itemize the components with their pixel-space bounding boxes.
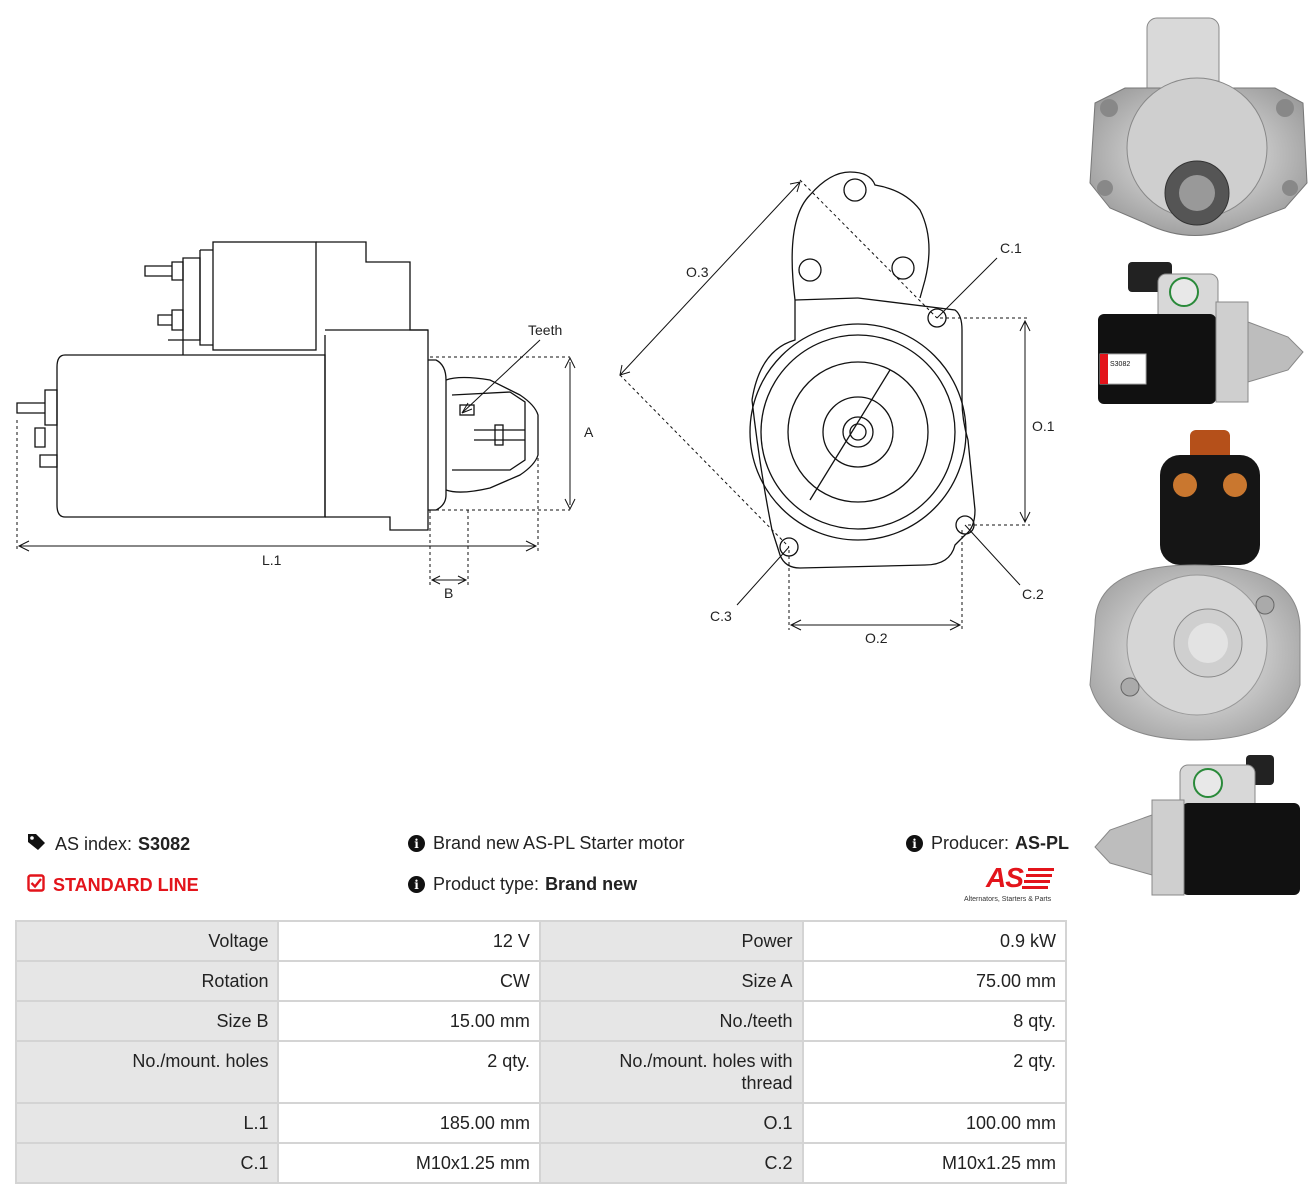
dimension-o3-label: O.3 [686, 264, 709, 280]
as-index-row: AS index: S3082 [27, 833, 190, 856]
as-pl-logo: AS Alternators, Starters & Parts [964, 862, 1070, 908]
dimension-l1-label: L.1 [262, 552, 282, 568]
spec-label: C.1 [14, 1142, 280, 1184]
spec-label: C.2 [538, 1142, 804, 1184]
producer-value: AS-PL [1015, 833, 1070, 853]
description-text: Brand new AS-PL Starter motor [433, 833, 685, 853]
dimension-c2-label: C.2 [1022, 586, 1044, 602]
product-type-label: Product type: [433, 874, 540, 894]
dimension-o2-label: O.2 [865, 630, 888, 646]
dimension-a-label: A [584, 424, 594, 440]
product-line-label: STANDARD LINE [53, 875, 199, 895]
table-row: Voltage 12 V Power 0.9 kW [14, 920, 1068, 962]
spec-value: 185.00 mm [277, 1102, 541, 1144]
technical-drawing: Teeth A L.1 B O.3 C.1 O. [16, 171, 1055, 646]
spec-value: 75.00 mm [801, 960, 1068, 1002]
spec-label: No./mount. holes [14, 1040, 280, 1104]
spec-label: Power [538, 920, 804, 962]
dimension-o1-label: O.1 [1032, 418, 1055, 434]
info-icon: i [408, 835, 425, 852]
spec-label: Size B [14, 1000, 280, 1042]
dimension-c3-label: C.3 [710, 608, 732, 624]
specifications-table: Voltage 12 V Power 0.9 kW Rotation CW Si… [14, 920, 1068, 1184]
dimension-b-label: B [444, 585, 453, 601]
photo-label-code: S3082 [1110, 361, 1130, 368]
info-icon: i [408, 876, 425, 893]
info-icon: i [906, 835, 923, 852]
description-row: i Brand new AS-PL Starter motor [408, 833, 684, 854]
spec-label: No./mount. holes with thread [538, 1040, 804, 1104]
producer-row: i Producer: AS-PL [906, 833, 1069, 854]
table-row: C.1 M10x1.25 mm C.2 M10x1.25 mm [14, 1142, 1068, 1184]
product-type-row: i Product type: Brand new [408, 874, 637, 895]
spec-value: 100.00 mm [801, 1102, 1068, 1144]
product-line-row: STANDARD LINE [27, 874, 199, 897]
spec-label: L.1 [14, 1102, 280, 1144]
spec-value: 8 qty. [801, 1000, 1068, 1042]
teeth-label: Teeth [528, 322, 562, 338]
product-photo-side-reverse[interactable] [1090, 755, 1305, 900]
logo-tagline: Alternators, Starters & Parts [964, 896, 1052, 903]
table-row: Size B 15.00 mm No./teeth 8 qty. [14, 1000, 1068, 1042]
product-photo-front[interactable] [1085, 8, 1311, 258]
as-index-value: S3082 [138, 834, 191, 854]
table-row: No./mount. holes 2 qty. No./mount. holes… [14, 1040, 1068, 1104]
spec-value: 2 qty. [277, 1040, 541, 1104]
product-photo-rear[interactable] [1085, 425, 1310, 745]
spec-label: Size A [538, 960, 804, 1002]
spec-value: 2 qty. [801, 1040, 1068, 1104]
spec-value: M10x1.25 mm [277, 1142, 541, 1184]
product-photo-side[interactable]: S3082 [1088, 262, 1310, 412]
spec-value: CW [277, 960, 541, 1002]
tags-icon [27, 833, 47, 856]
spec-label: O.1 [538, 1102, 804, 1144]
spec-label: No./teeth [538, 1000, 804, 1042]
spec-label: Rotation [14, 960, 280, 1002]
spec-value: M10x1.25 mm [801, 1142, 1068, 1184]
table-row: L.1 185.00 mm O.1 100.00 mm [14, 1102, 1068, 1144]
as-index-label: AS index: [55, 834, 133, 854]
logo-mark: AS [986, 862, 1024, 893]
product-type-value: Brand new [545, 874, 638, 894]
spec-value: 0.9 kW [801, 920, 1068, 962]
producer-label: Producer: [931, 833, 1010, 853]
check-square-icon [27, 874, 45, 897]
spec-value: 12 V [277, 920, 541, 962]
dimension-c1-label: C.1 [1000, 240, 1022, 256]
table-row: Rotation CW Size A 75.00 mm [14, 960, 1068, 1002]
spec-value: 15.00 mm [277, 1000, 541, 1042]
spec-label: Voltage [14, 920, 280, 962]
